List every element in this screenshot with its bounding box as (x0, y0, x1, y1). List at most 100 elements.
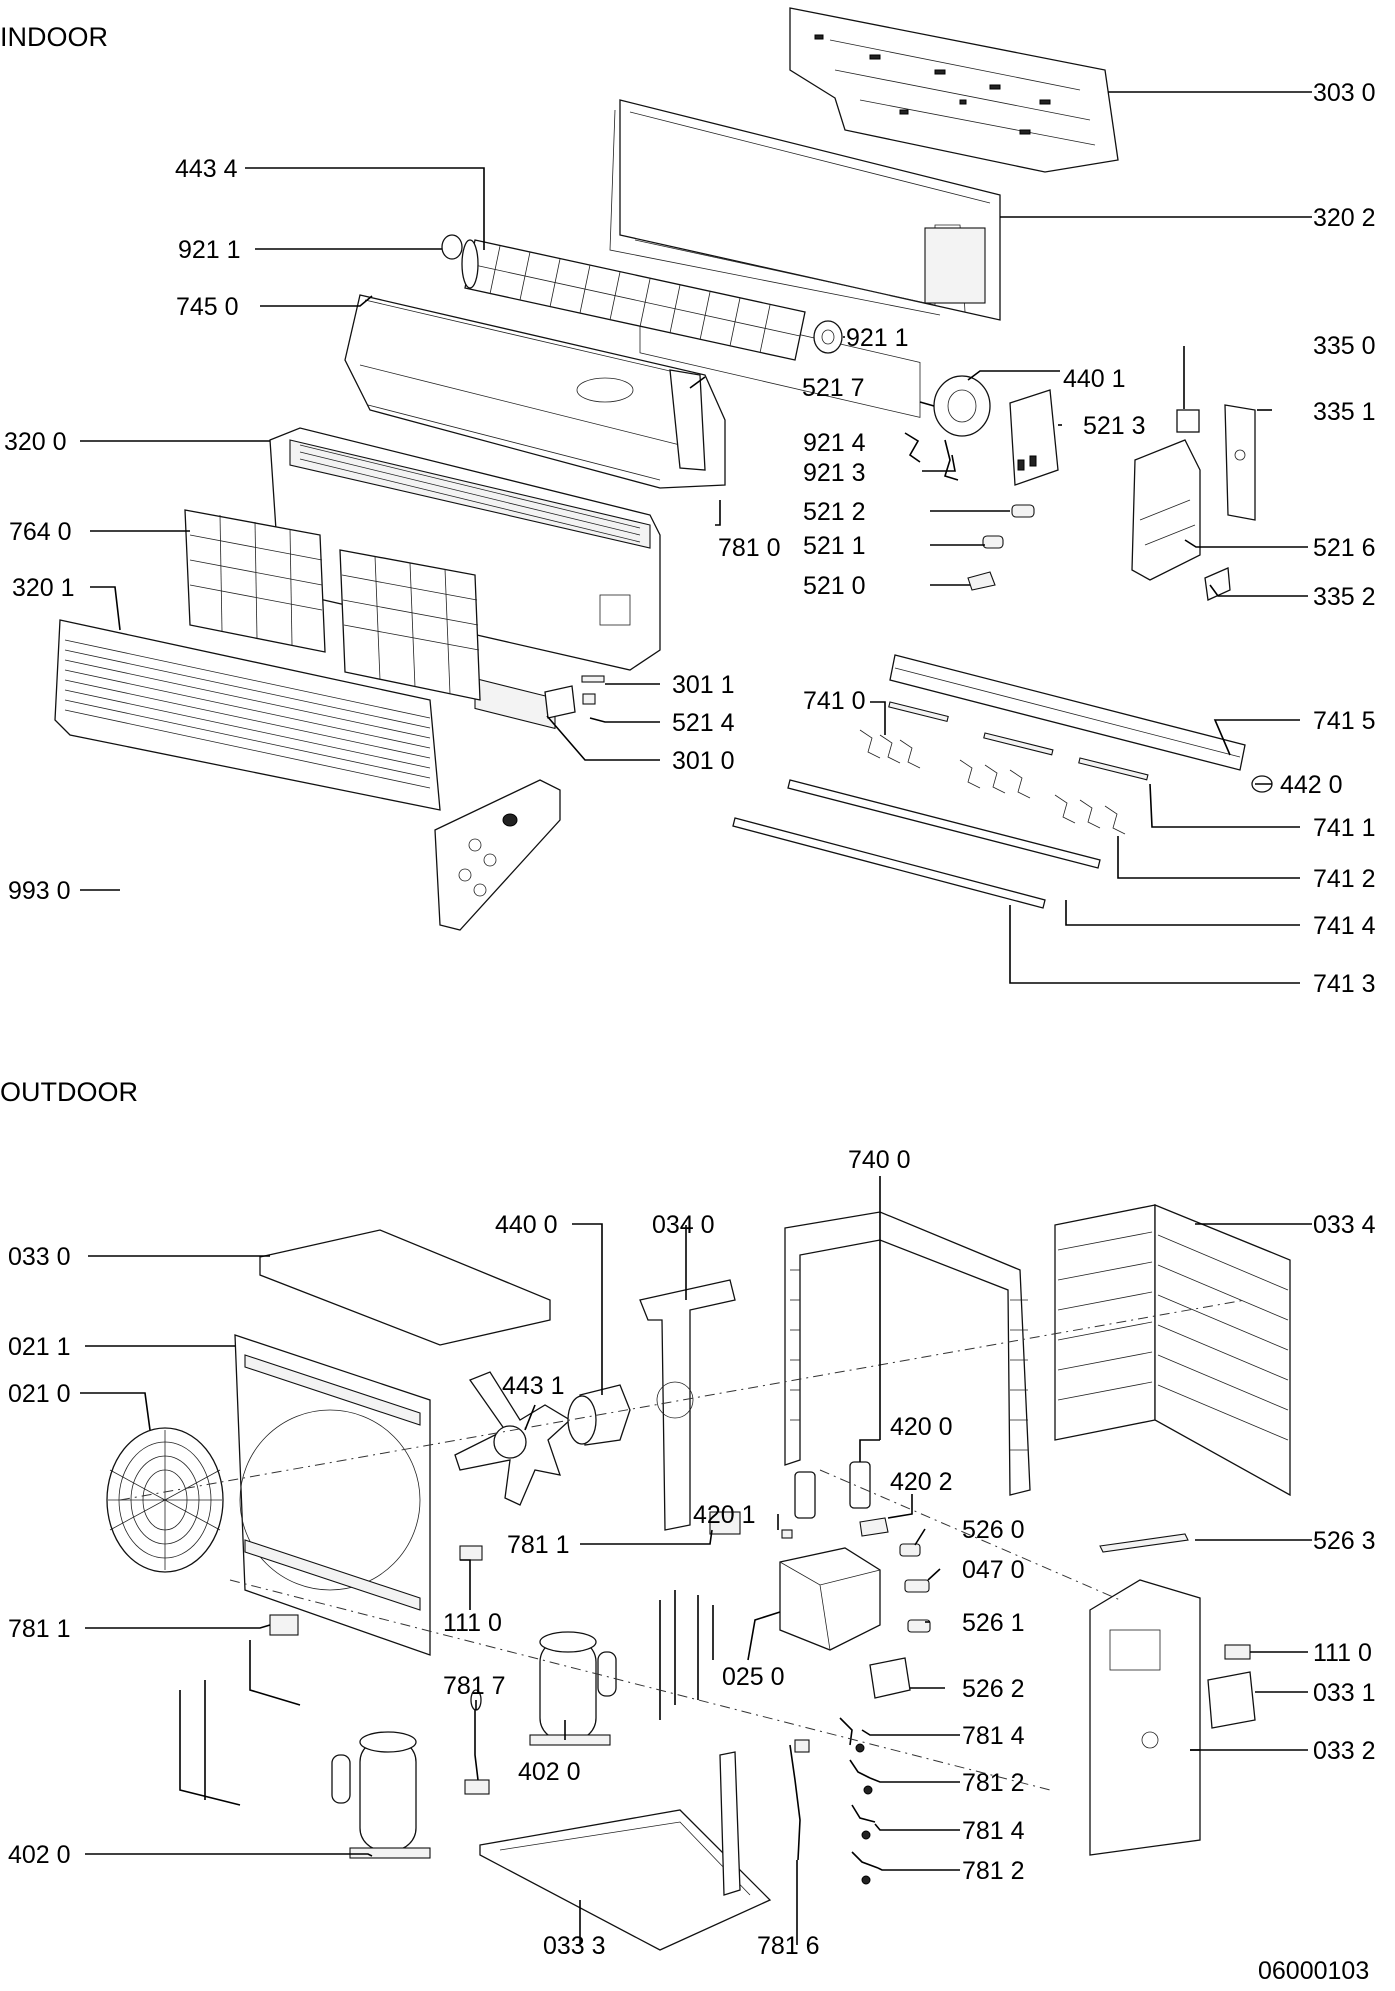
part-label: 443 1 (502, 1372, 565, 1400)
motor-clamp-part (904, 432, 921, 463)
side-panel-part (1089, 1579, 1201, 1856)
part-label: 521 4 (672, 709, 735, 737)
part-label: 335 0 (1313, 332, 1376, 360)
part-label: 033 3 (543, 1932, 606, 1960)
part-label: 420 0 (890, 1413, 953, 1441)
part-label: 740 0 (848, 1146, 911, 1174)
part-label: 741 2 (1313, 865, 1376, 893)
capacitor-part (904, 1579, 930, 1593)
pressure-switch-part (464, 1689, 490, 1795)
part-label: 033 4 (1313, 1211, 1376, 1239)
part-label: 764 0 (9, 518, 72, 546)
indoor-section-title: INDOOR (0, 22, 108, 52)
pipe-clips-part (859, 729, 1126, 835)
part-label: 025 0 (722, 1663, 785, 1691)
box-clip-part (1204, 567, 1231, 601)
base-pan-part (479, 1751, 772, 1951)
part-label: 745 0 (176, 293, 239, 321)
drain-tray-rail-part (889, 654, 1246, 771)
strip-part (1099, 1533, 1189, 1553)
part-label: 420 2 (890, 1468, 953, 1496)
lower-rail-part (787, 779, 1101, 869)
part-label: 521 1 (803, 532, 866, 560)
small-valve-part (781, 1529, 793, 1539)
part-label: 781 4 (962, 1817, 1025, 1845)
axial-fan-part (454, 1371, 572, 1506)
part-label: 993 0 (8, 877, 71, 905)
motor-bracket-part (639, 1279, 736, 1531)
part-label: 111 0 (1313, 1639, 1372, 1667)
part-label: 781 2 (962, 1769, 1025, 1797)
bushing-part (441, 234, 463, 260)
outdoor-front-panel-part (234, 1334, 431, 1656)
part-label: 301 1 (672, 671, 735, 699)
part-label: 034 0 (652, 1211, 715, 1239)
display-board-part (581, 675, 605, 683)
valve-cap-part (859, 1517, 889, 1537)
mounting-plate-part (789, 7, 1119, 173)
box-cover-part (1224, 404, 1256, 521)
part-label: 781 0 (718, 534, 781, 562)
rear-grille-part (1054, 1204, 1291, 1497)
leader-lines (80, 91, 1312, 1945)
electrical-box-part (779, 1547, 881, 1651)
discharge-piping-part (659, 1511, 741, 1720)
part-label: 521 6 (1313, 534, 1376, 562)
expansion-valve-pipe-part (789, 1744, 801, 1861)
part-label: 781 4 (962, 1722, 1025, 1750)
part-label: 521 7 (802, 374, 865, 402)
part-label: 047 0 (962, 1556, 1025, 1584)
evaporator-part (344, 294, 726, 489)
indoor-fan-motor-part (919, 375, 991, 437)
valve-cover-part (1207, 1671, 1256, 1729)
part-label: 320 2 (1313, 204, 1376, 232)
part-label: 021 1 (8, 1333, 71, 1361)
part-label: 301 0 (672, 747, 735, 775)
relay-part (907, 1619, 931, 1633)
top-cover-part (259, 1229, 551, 1346)
thermistor-part (1224, 1644, 1251, 1660)
support-strips-part (888, 701, 1149, 781)
front-panel-part (54, 619, 441, 811)
valve-part (849, 1461, 871, 1509)
part-label: 320 0 (4, 428, 67, 456)
fan-bushing-part (813, 320, 843, 354)
part-label: 402 0 (518, 1758, 581, 1786)
condenser-coil-part (784, 1211, 1031, 1496)
part-label: 741 0 (803, 687, 866, 715)
part-label: 320 1 (12, 574, 75, 602)
part-label: 521 0 (803, 572, 866, 600)
drawing-number: 06000103 (1258, 1957, 1370, 1985)
remote-control-part (434, 779, 561, 931)
part-label: 526 1 (962, 1609, 1025, 1637)
part-label: 781 6 (757, 1932, 820, 1960)
part-label: 440 1 (1063, 365, 1126, 393)
part-label: 526 0 (962, 1516, 1025, 1544)
part-label: 033 2 (1313, 1737, 1376, 1765)
capacitor-part (899, 1543, 921, 1557)
outdoor-fan-motor-part (567, 1384, 631, 1446)
part-label: 440 0 (495, 1211, 558, 1239)
display-cover-part (544, 685, 576, 719)
cross-flow-fan-part (461, 239, 806, 361)
part-label: 335 1 (1313, 398, 1376, 426)
part-label: 521 3 (1083, 412, 1146, 440)
fan-grille-part (106, 1427, 224, 1573)
part-label: 526 2 (962, 1675, 1025, 1703)
cover-plate-part (869, 1657, 911, 1699)
part-label: 111 0 (443, 1609, 502, 1637)
part-label: 033 1 (1313, 1679, 1376, 1707)
connector-part (967, 571, 996, 591)
part-label: 921 4 (803, 429, 866, 457)
part-label: 921 1 (178, 236, 241, 264)
reversing-valve-piping-part (179, 1614, 301, 1806)
base-rail-part (732, 817, 1046, 909)
air-filter-part (184, 509, 481, 701)
pcb-cover-part (1009, 389, 1059, 486)
valve-part (794, 1471, 816, 1519)
part-label: 781 1 (507, 1531, 570, 1559)
terminal-block-part (1176, 409, 1200, 433)
part-label: 526 3 (1313, 1527, 1376, 1555)
part-label: 420 1 (693, 1501, 756, 1529)
